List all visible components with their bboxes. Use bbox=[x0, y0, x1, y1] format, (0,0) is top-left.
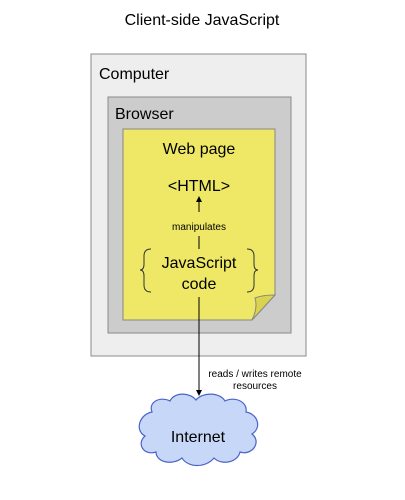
html-label: <HTML> bbox=[168, 178, 230, 195]
javascript-code-label-line2: code bbox=[182, 276, 217, 293]
diagram-title: Client-side JavaScript bbox=[125, 12, 280, 29]
reads-writes-label-line1: reads / writes remote bbox=[208, 369, 302, 380]
web-page-label: Web page bbox=[163, 141, 236, 158]
computer-label: Computer bbox=[99, 66, 170, 83]
reads-writes-label-line2: resources bbox=[233, 381, 277, 392]
internet-cloud-icon bbox=[138, 393, 259, 467]
left-curly-brace bbox=[139, 248, 152, 293]
javascript-code-label-line1: JavaScript bbox=[162, 255, 237, 272]
browser-label: Browser bbox=[115, 106, 174, 123]
web-page-fold-corner bbox=[251, 294, 277, 321]
internet-label: Internet bbox=[171, 429, 226, 446]
right-curly-brace bbox=[246, 248, 259, 293]
manipulates-label: manipulates bbox=[172, 222, 226, 233]
